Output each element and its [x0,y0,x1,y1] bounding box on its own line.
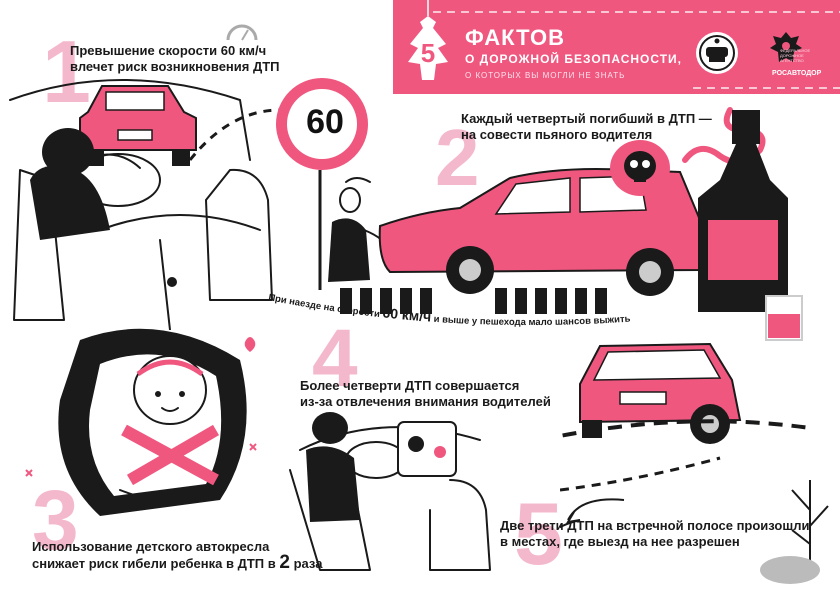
fact-4-line-2: из-за отвлечения внимания водителей [300,394,551,409]
distracted-driver-illustration [289,412,491,571]
fact-3-line-1: Использование детского автокресла [32,539,270,554]
fact-3-text: Использование детского автокресла снижае… [32,539,322,572]
header-banner [393,0,840,94]
speeding-driver-illustration [9,24,368,330]
speed-limit-value: 60 [306,103,344,141]
fact-3-line-2: снижает риск гибели ребенка в ДТП в [32,556,276,571]
oncoming-lane-illustration [560,342,829,584]
pink-car-ahead [79,85,197,166]
fact-3-number: 3 [32,473,79,567]
fact-2-line-2: на совести пьяного водителя [461,127,653,142]
fact-4-number: 4 [312,313,358,404]
fact-5-text: Две трети ДТП на встречной полосе произо… [500,518,809,550]
passenger-seat [205,168,273,301]
fact-2-text: Каждый четвертый погибший в ДТП — на сов… [461,111,712,143]
banner-number: 5 [420,38,436,68]
fact-2-line-1: Каждый четвертый погибший в ДТП — [461,111,712,126]
fact-3-suffix: раза [293,556,323,571]
fact-1-line-1: Превышение скорости 60 км/ч [70,43,267,58]
banner-title: ФАКТОВ [465,25,565,50]
fact-5-number: 5 [514,484,563,583]
rosavtodor-eagle-icon [770,32,802,62]
child-seat-illustration [25,328,257,516]
fact-2-number: 2 [435,113,480,202]
fact-1-number: 1 [42,22,91,121]
air-freshener-icon [408,0,448,80]
fact-5-line-2: в местах, где выезд на нее разрешен [500,534,740,549]
fact-3-emphasis: 2 [279,552,290,573]
fact-1-line-2: влечет риск возникновения ДТП [70,59,280,74]
steering-wheel [75,153,161,207]
glass [765,295,803,341]
traffic-police-emblem [696,32,738,74]
rosavtodor-caption: ФЕДЕРАЛЬНОЕ ДОРОЖНОЕ АГЕНТСТВО [780,48,811,63]
heart-icon [244,337,256,352]
banner-road-dashes [433,11,840,89]
fact-5-line-1: Две трети ДТП на встречной полосе произо… [500,518,810,533]
arrow-icon [566,498,625,524]
plant-icon [760,480,829,584]
skull-icon [610,140,670,196]
fact-4-line-1: Более четверти ДТП совершается [300,378,520,393]
gauge-icon [226,24,258,41]
fact-4-text: Более четверти ДТП совершается из-за отв… [300,378,551,410]
phone-screen [397,421,457,477]
fact-1-text: Превышение скорости 60 км/ч влечет риск … [70,43,280,75]
pink-car [378,168,701,296]
banner-tagline: О КОТОРЫХ ВЫ МОГЛИ НЕ ЗНАТЬ [465,71,626,80]
rosavtodor-wordmark: РОСАВТОДОР [772,70,822,77]
crosswalk [340,288,607,314]
pink-hatchback [579,342,742,444]
banner-subtitle: О ДОРОЖНОЙ БЕЗОПАСНОСТИ, [465,52,683,66]
bottle [698,110,788,312]
speed-limit-sign [276,78,368,290]
drunk-driving-illustration [328,107,803,341]
